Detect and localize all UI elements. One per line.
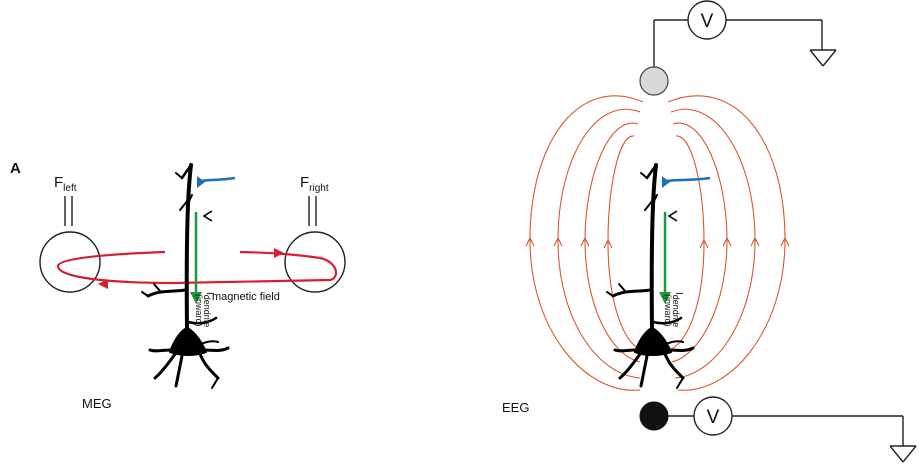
eeg-current-arrowhead <box>659 292 671 304</box>
eeg-electrode-top <box>639 66 669 96</box>
meg-sensor-left-label: Fleft <box>54 174 77 194</box>
eeg-voltmeter-bottom-label: V <box>707 407 720 428</box>
meg-panel: Fleft Fright <box>39 163 346 411</box>
meg-synapse-chevron <box>202 210 213 222</box>
svg-text:Idendrite: Idendrite <box>671 292 684 327</box>
eeg-top-circuit <box>653 19 823 67</box>
meg-sensor-left <box>39 196 101 293</box>
panel-label: A <box>10 160 21 177</box>
magnetic-field-arrow-left <box>98 279 108 289</box>
meg-caption: MEG <box>82 396 112 411</box>
eeg-synapse-chevron <box>667 210 678 222</box>
magnetic-field-loop <box>56 250 338 285</box>
eeg-current-label: Idendrite (inward) <box>663 292 684 327</box>
meg-sensor-right-label: Fright <box>300 174 329 194</box>
meg-current-arrowhead <box>190 292 202 304</box>
eeg-bottom-circuit <box>668 415 904 446</box>
eeg-field-arrows <box>525 236 790 249</box>
meg-field-label: magnetic field <box>212 291 280 303</box>
meg-sensor-right <box>284 196 346 293</box>
meg-synapse <box>197 176 205 188</box>
eeg-neuron <box>606 163 695 389</box>
meg-neuron <box>141 163 230 389</box>
eeg-synapse <box>662 176 670 188</box>
eeg-voltmeter-bottom <box>693 396 733 436</box>
eeg-voltmeter-top-label: V <box>701 11 714 32</box>
meg-current-label: Idendrite (inward) <box>194 292 215 327</box>
eeg-caption: EEG <box>502 400 529 415</box>
eeg-ground-bottom-icon <box>889 445 917 463</box>
eeg-panel: V <box>502 0 917 463</box>
svg-text:(inward): (inward) <box>663 294 673 327</box>
eeg-ground-top-icon <box>809 49 837 67</box>
eeg-electrode-bottom <box>639 401 669 431</box>
eeg-voltmeter-top <box>687 0 727 40</box>
eeg-field-lines <box>529 95 786 391</box>
magnetic-field-arrow-right <box>274 248 284 258</box>
eeg-axon-terminal <box>661 176 711 184</box>
svg-text:(inward): (inward) <box>194 294 204 327</box>
svg-text:Idendrite: Idendrite <box>202 292 215 327</box>
